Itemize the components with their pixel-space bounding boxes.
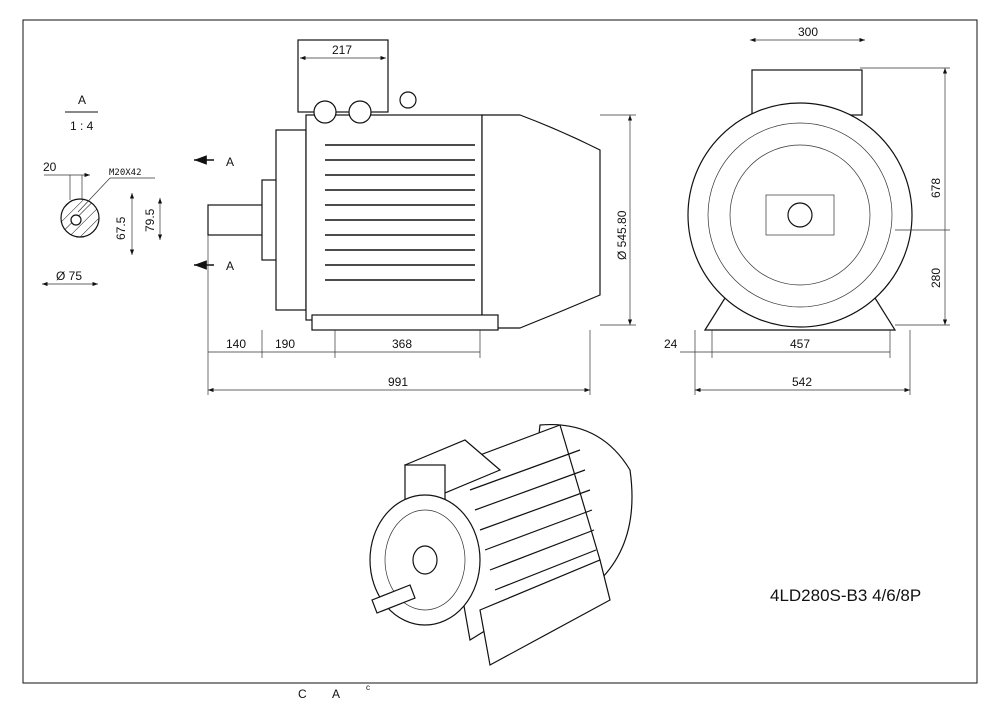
mounting-foot (479, 559, 611, 666)
mounting-foot (311, 314, 499, 331)
terminal-box (297, 39, 389, 113)
height-dim: 678 (929, 178, 943, 198)
side-view: 300 678 280 24 457 542 (664, 25, 950, 395)
cooling-fins (469, 449, 597, 591)
box-width-dim: 217 (332, 43, 352, 57)
isometric-view (369, 423, 633, 666)
cable-gland (313, 100, 337, 124)
shaft-height-dim: 280 (929, 268, 943, 288)
model-label: 4LD280S-B3 4/6/8P (770, 586, 921, 605)
foot-offset-dim: 24 (664, 337, 678, 351)
front-view: A A 217 Ø 545.80 140 190 368 (194, 39, 636, 395)
cooling-fins (325, 144, 475, 281)
lifting-eye (399, 91, 417, 109)
section-mark-top: A (226, 155, 234, 169)
thread-label: M20X42 (109, 168, 142, 178)
overall-length-dim: 991 (388, 375, 408, 389)
end-shield-ring (384, 509, 466, 611)
shaft (207, 204, 265, 236)
dim-79-5: 79.5 (143, 208, 157, 232)
dim-67-5: 67.5 (114, 216, 128, 240)
shaft-diameter-dim: Ø 75 (56, 269, 82, 283)
end-shield (729, 144, 871, 286)
dim-140: 140 (226, 337, 246, 351)
bearing-cap (765, 194, 835, 236)
footer-mark: c (366, 683, 370, 692)
section-scale: 1 : 4 (70, 119, 94, 133)
drawing-border (22, 19, 978, 684)
side-box-width-dim: 300 (798, 25, 818, 39)
footer-a: A (332, 687, 340, 701)
footer-c: C (298, 687, 307, 701)
cable-gland (348, 100, 372, 124)
fin-circle (707, 122, 893, 308)
shaft (787, 202, 813, 228)
dim-368: 368 (392, 337, 412, 351)
leader-line (77, 177, 111, 213)
section-mark-bottom: A (226, 259, 234, 273)
thread-hole (70, 214, 82, 226)
overall-width-dim: 542 (792, 375, 812, 389)
shaft (371, 584, 416, 614)
dim-190: 190 (275, 337, 295, 351)
section-view-a: A 1 : 4 20 M20X42 67.5 79.5 Ø 75 (42, 93, 163, 287)
fan-cover (481, 114, 601, 329)
key-width-dim: 20 (43, 160, 57, 174)
section-label: A (78, 93, 86, 107)
foot-span-dim: 457 (790, 337, 810, 351)
end-shield (275, 129, 307, 311)
bearing-cap (412, 545, 438, 575)
diameter-dim: Ø 545.80 (615, 210, 629, 260)
